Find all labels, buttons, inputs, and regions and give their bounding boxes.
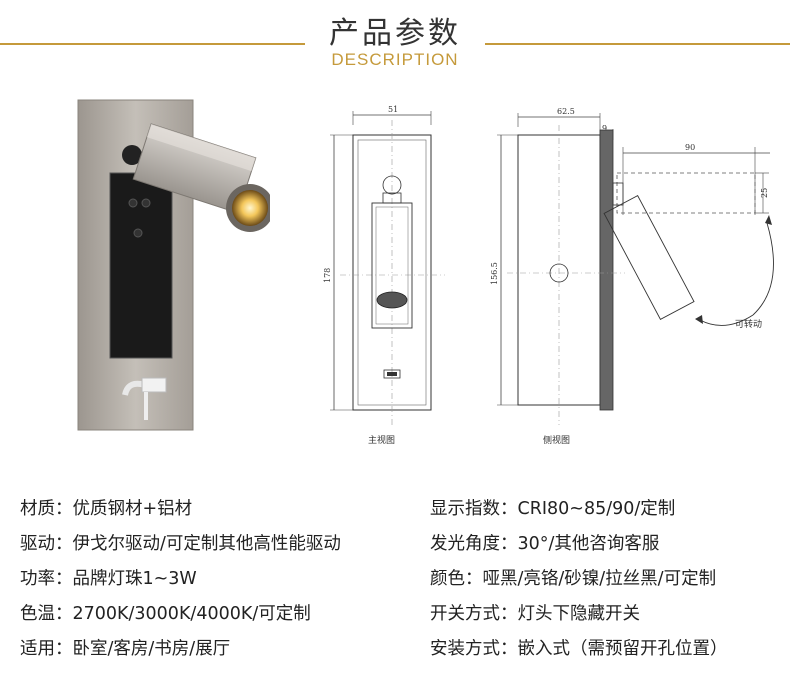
front-view-drawing: 51 178	[320, 95, 465, 445]
front-width-dim: 51	[388, 105, 398, 114]
spec-value: 伊戈尔驱动/可定制其他高性能驱动	[72, 534, 341, 554]
side-arm-dim: 90	[685, 143, 695, 152]
spec-value: 嵌入式（需预留开孔位置）	[517, 639, 728, 659]
spec-value: CRI80~85/90/定制	[517, 499, 676, 519]
spec-item: 颜色哑黑/亮铬/砂镍/拉丝黑/可定制	[430, 565, 716, 590]
side-plate-dim: 9	[602, 124, 607, 133]
spec-key: 开关方式	[430, 604, 518, 624]
section-title: 产品参数	[329, 16, 461, 51]
side-view-caption: 侧视图	[543, 436, 571, 446]
product-photo	[20, 95, 274, 440]
side-height-dim: 156.5	[490, 262, 499, 285]
side-depth-dim: 62.5	[557, 107, 575, 116]
spec-item: 色温2700K/3000K/4000K/可定制	[20, 600, 311, 625]
spec-value: 优质钢材+铝材	[72, 499, 193, 519]
front-view-caption: 主视图	[368, 436, 396, 446]
header-divider-left	[0, 43, 305, 45]
spec-item: 安装方式嵌入式（需预留开孔位置）	[430, 635, 728, 660]
side-head-dim: 25	[760, 188, 769, 198]
spec-item: 适用卧室/客房/书房/展厅	[20, 635, 230, 660]
spec-key: 材质	[20, 499, 73, 519]
spec-key: 功率	[20, 569, 73, 589]
spec-item: 显示指数CRI80~85/90/定制	[430, 495, 675, 520]
spec-key: 色温	[20, 604, 73, 624]
spec-value: 30°/其他咨询客服	[517, 534, 660, 554]
spec-item: 开关方式灯头下隐藏开关	[430, 600, 640, 625]
spec-value: 2700K/3000K/4000K/可定制	[72, 604, 311, 624]
spec-value: 哑黑/亮铬/砂镍/拉丝黑/可定制	[482, 569, 717, 589]
spec-key: 颜色	[430, 569, 483, 589]
front-height-dim: 178	[323, 268, 332, 283]
spec-item: 发光角度30°/其他咨询客服	[430, 530, 659, 555]
header-divider-right	[485, 43, 790, 45]
spec-key: 适用	[20, 639, 73, 659]
spec-key: 显示指数	[430, 499, 518, 519]
spec-item: 功率品牌灯珠1~3W	[20, 565, 197, 590]
spec-key: 安装方式	[430, 639, 518, 659]
spec-item: 驱动伊戈尔驱动/可定制其他高性能驱动	[20, 530, 341, 555]
spec-key: 驱动	[20, 534, 73, 554]
spec-item: 材质优质钢材+铝材	[20, 495, 192, 520]
spec-key: 发光角度	[430, 534, 518, 554]
section-header: 产品参数 DESCRIPTION	[0, 0, 790, 80]
spec-value: 灯头下隐藏开关	[517, 604, 641, 624]
spec-value: 品牌灯珠1~3W	[72, 569, 197, 589]
section-subtitle: DESCRIPTION	[331, 50, 459, 69]
rotate-label: 可转动	[735, 318, 762, 330]
spec-value: 卧室/客房/书房/展厅	[72, 639, 231, 659]
side-view-drawing: 62.5 9 156.5 90 25	[485, 95, 785, 445]
